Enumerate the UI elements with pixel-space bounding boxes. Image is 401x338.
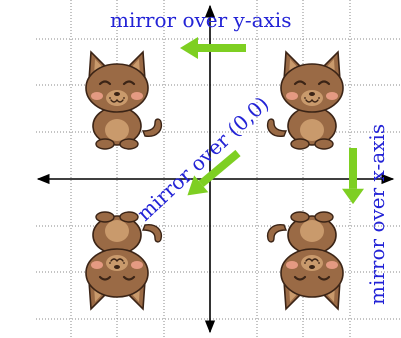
label-mirror-origin: mirror over (0,0) — [132, 92, 273, 226]
arrow-icon-left — [180, 37, 246, 59]
label-mirror-x-axis: mirror over x-axis — [365, 124, 389, 305]
cat-icon-lower-right — [266, 210, 345, 311]
label-mirror-y-axis: mirror over y-axis — [110, 8, 291, 32]
cat-icon-lower-left — [84, 210, 163, 311]
cat-icon-upper-left — [84, 50, 163, 151]
arrow-icon-down — [342, 148, 364, 205]
cat-icon-upper-right — [266, 50, 345, 151]
